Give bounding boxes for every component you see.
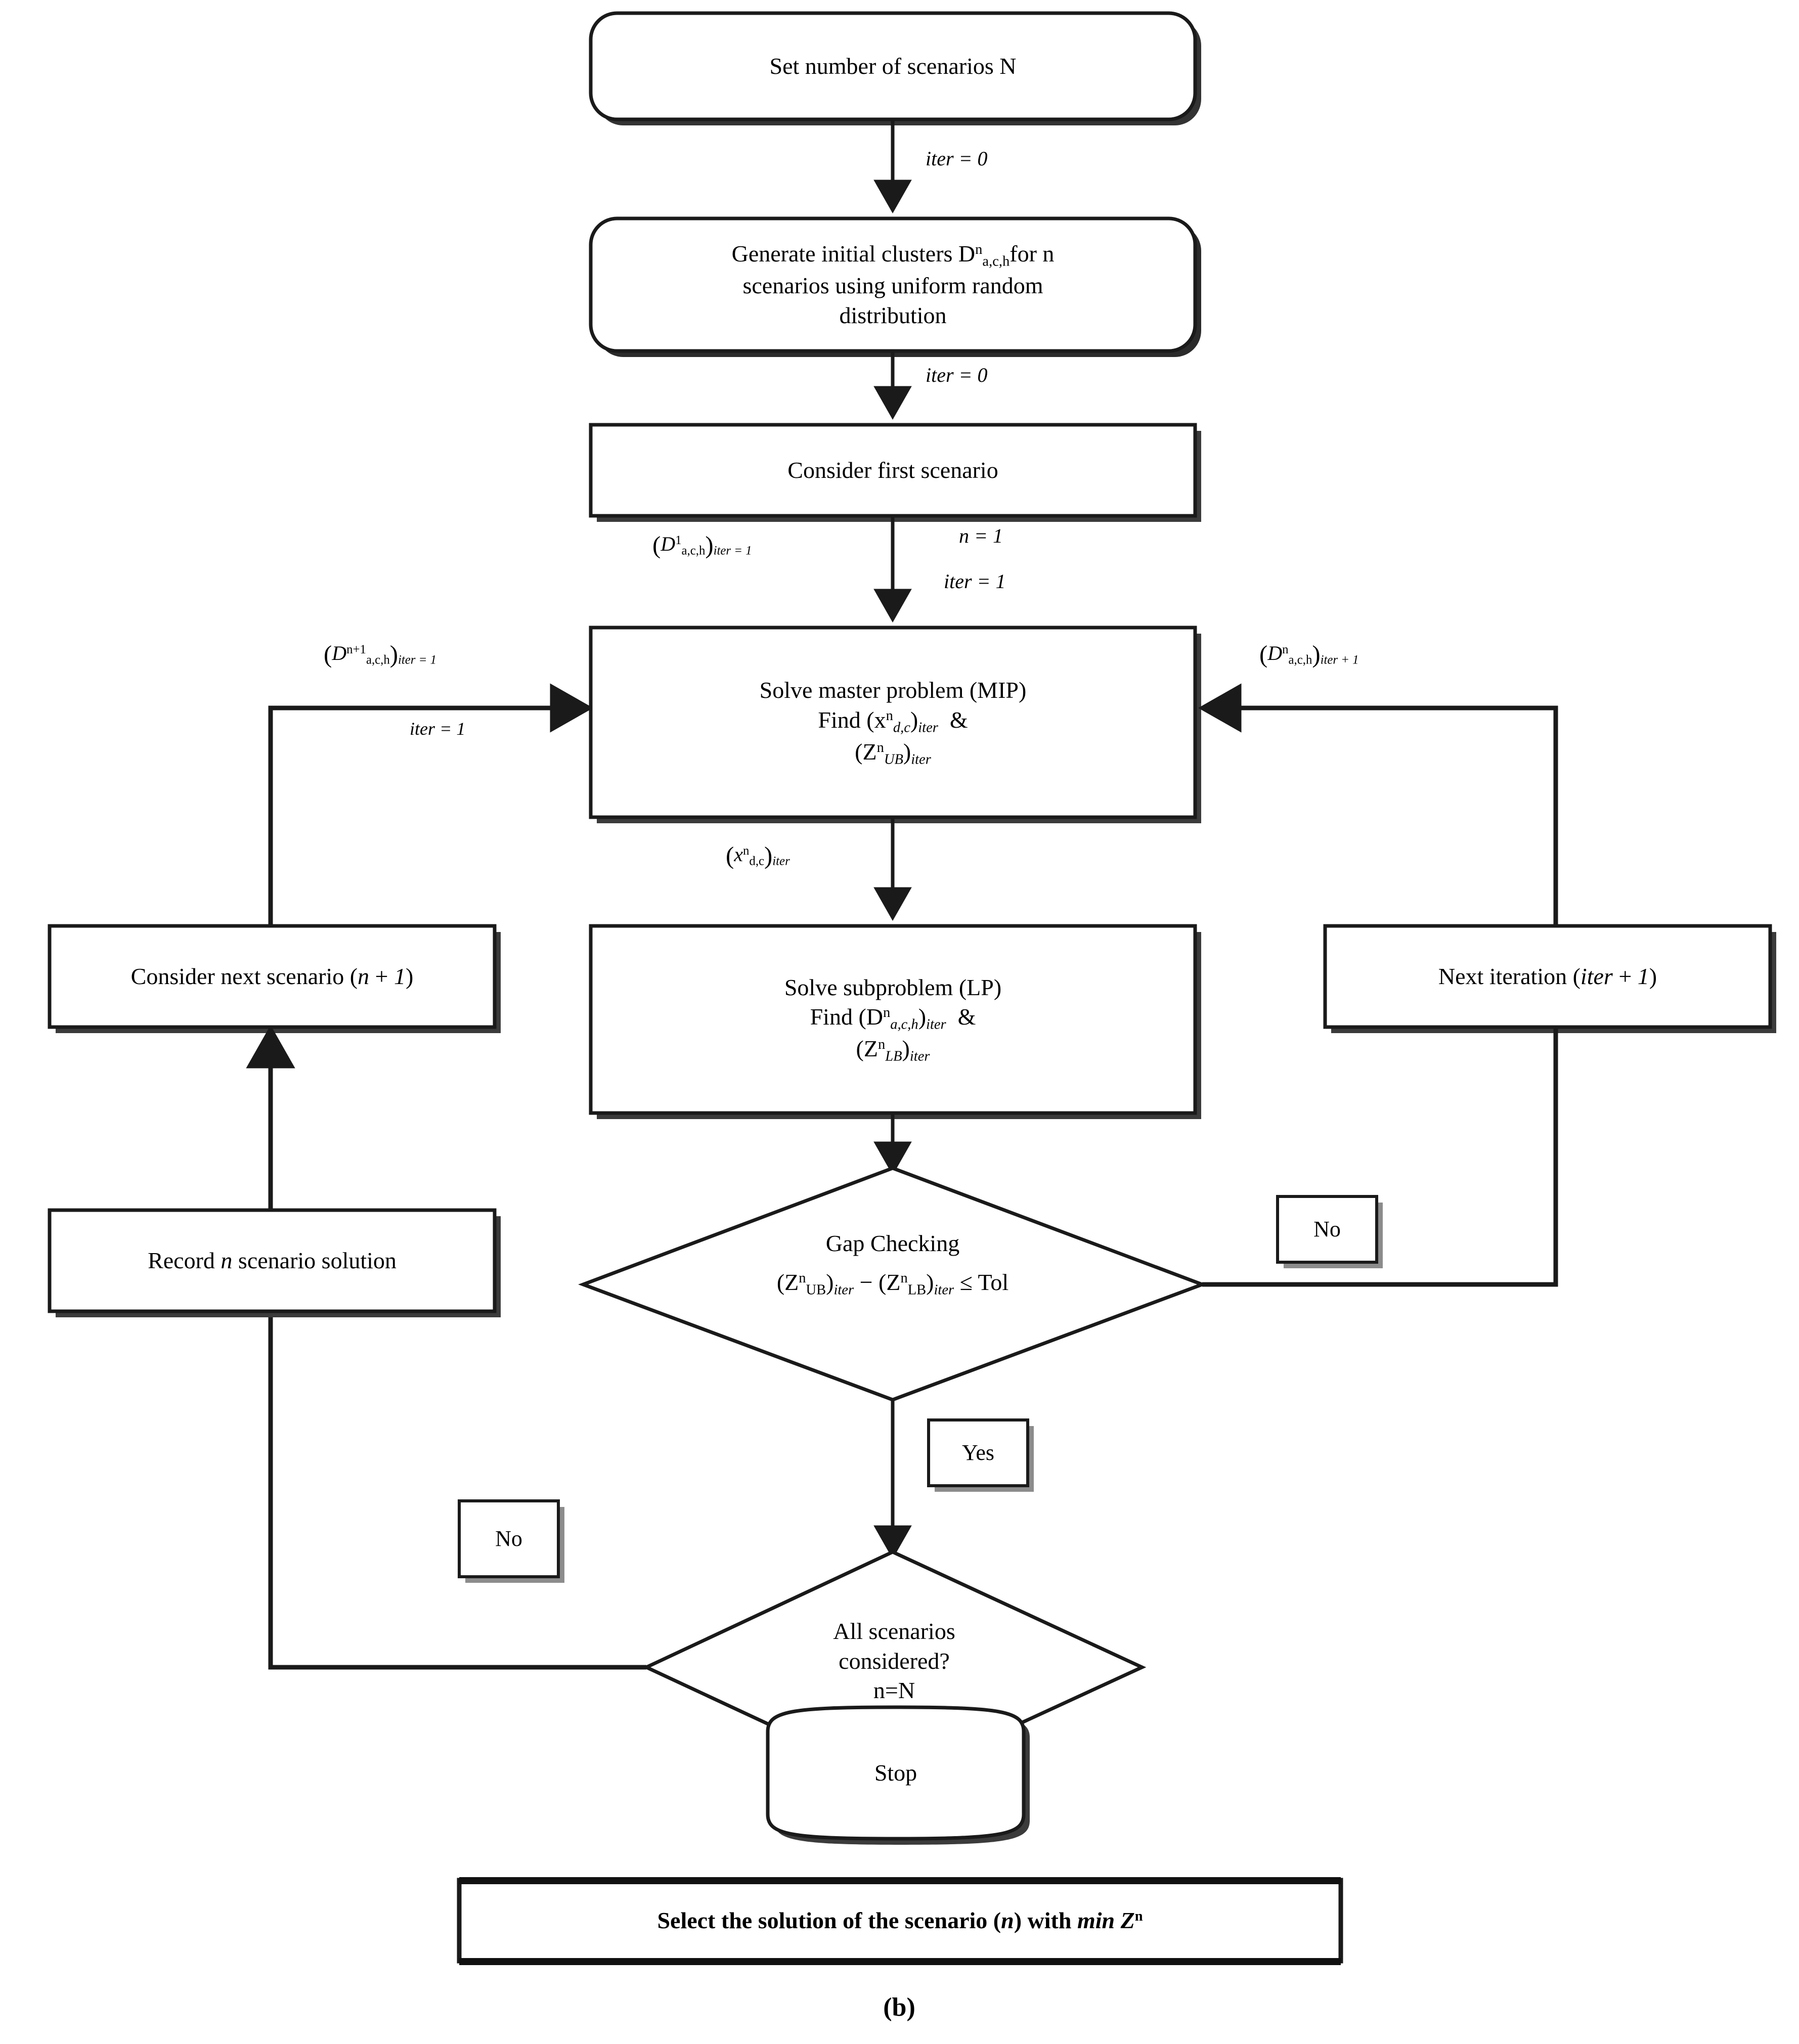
- shape-stop: [766, 1705, 1026, 1841]
- shape-record-solution: [48, 1208, 497, 1313]
- shape-set-scenarios: [589, 11, 1197, 121]
- shape-select-solution: [457, 1878, 1343, 1964]
- shape-gap-no-label-box: [1276, 1195, 1378, 1264]
- shape-generate-clusters: [589, 216, 1197, 353]
- node-shapes: [48, 11, 1772, 1965]
- shape-gap-checking: [578, 1166, 1207, 1402]
- connector-edges: [246, 119, 1558, 1789]
- shape-solve-subproblem: [589, 924, 1197, 1115]
- shape-scenarios-no-label-box: [458, 1499, 560, 1578]
- edge-consider-next-to-master: [268, 683, 593, 926]
- edge-gap-no-to-next-iteration: [1202, 1027, 1558, 1287]
- edge-next-iteration-to-master: [1198, 683, 1558, 926]
- shape-consider-next-scenario: [48, 924, 497, 1029]
- shape-consider-first-scenario: [589, 423, 1197, 518]
- shape-gap-yes-label-box: [927, 1418, 1029, 1487]
- shape-next-iteration: [1323, 924, 1772, 1029]
- edge-scenarios-no-to-record: [268, 1317, 646, 1670]
- shape-solve-master: [589, 626, 1197, 819]
